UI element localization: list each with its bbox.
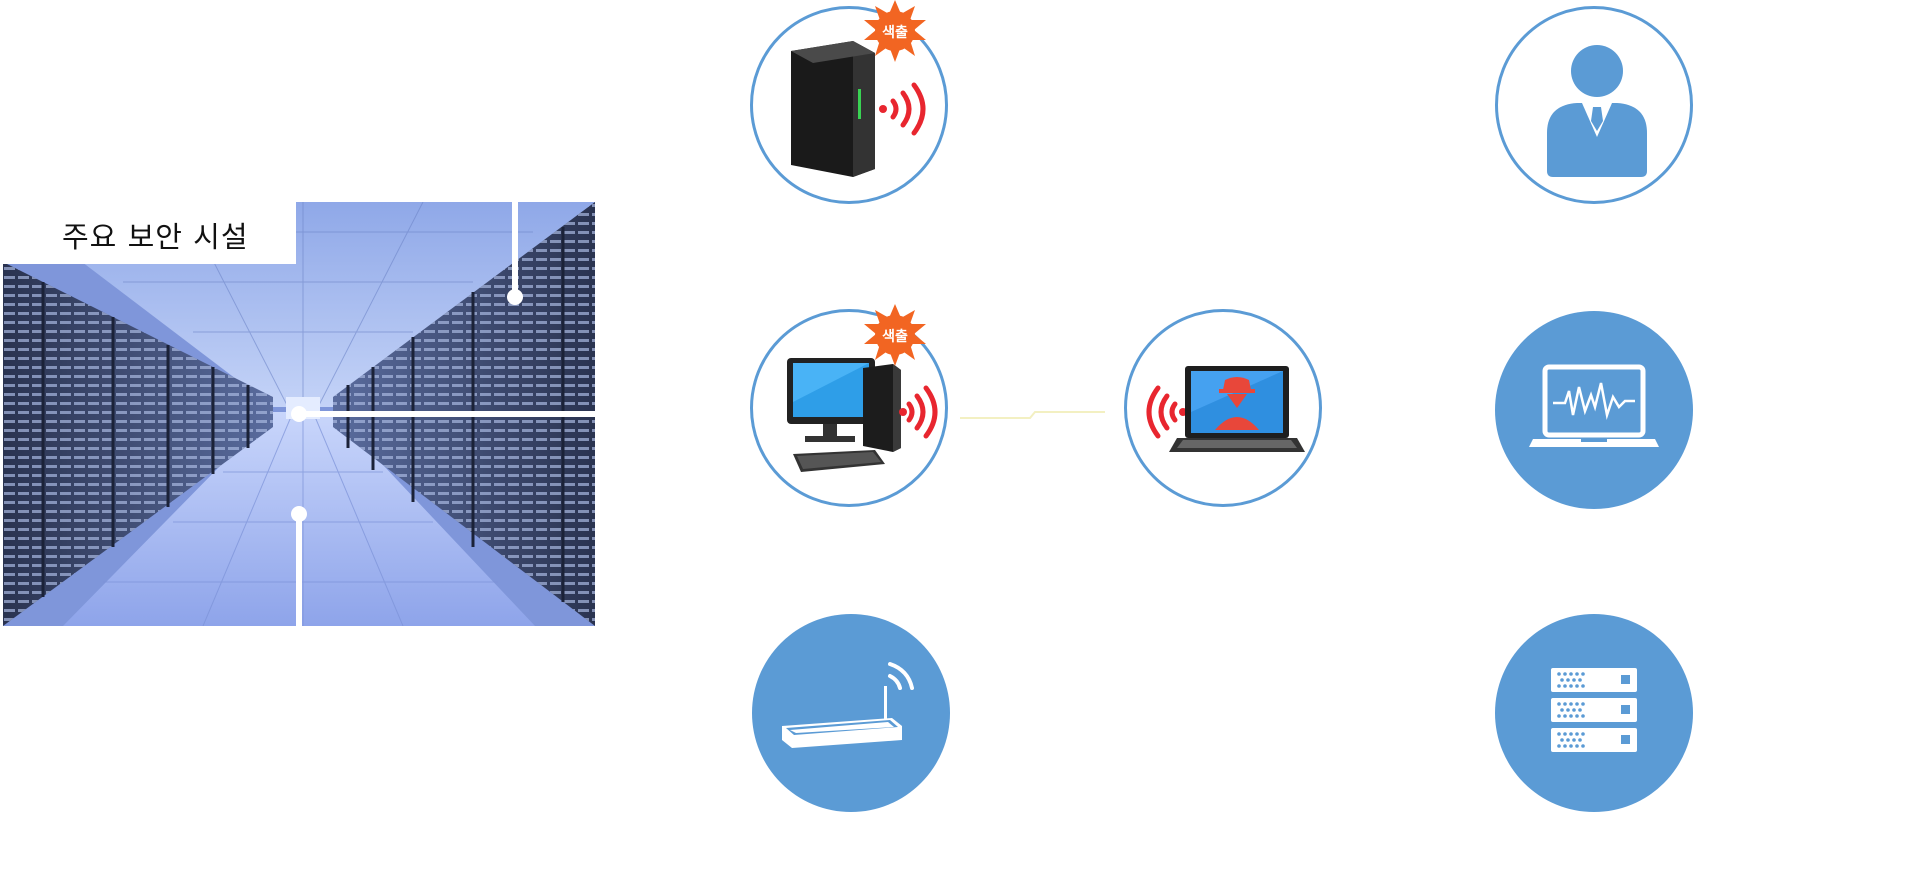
facility-title-background: [0, 202, 296, 264]
wifi-router-icon: [782, 662, 914, 748]
data-center-photo: [3, 202, 595, 626]
desktop-computer-icon: [787, 358, 938, 472]
desktop-badge-label: 색출: [882, 328, 908, 345]
server-rack-node[interactable]: [1495, 614, 1693, 812]
user-node[interactable]: [1495, 6, 1693, 204]
detected-badge-icon: 색출: [864, 304, 926, 366]
detected-badge-icon: 색출: [864, 0, 926, 62]
businessman-icon: [1547, 45, 1647, 177]
tower-server-icon: [791, 41, 926, 177]
server-rack-icon: [1551, 668, 1637, 752]
facility-title: 주요 보안 시설: [62, 220, 249, 254]
hacker-laptop-icon: [1146, 366, 1305, 452]
monitoring-laptop-icon: [1529, 364, 1659, 447]
server-badge-label: 색출: [882, 24, 908, 41]
connection-line: [960, 411, 1105, 419]
hacker-laptop-node[interactable]: [1124, 309, 1322, 507]
router-node[interactable]: [752, 614, 950, 812]
monitoring-node[interactable]: [1495, 311, 1693, 509]
